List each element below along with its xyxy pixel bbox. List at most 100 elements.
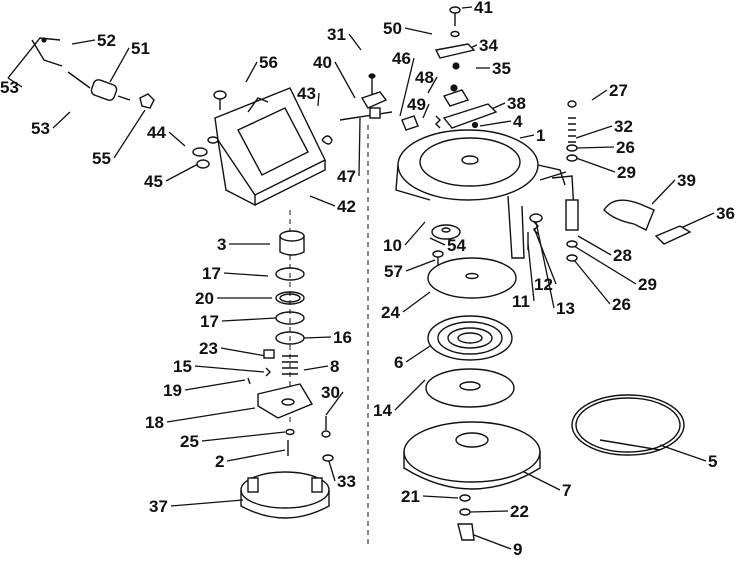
leader-line-55: [113, 109, 146, 159]
leader-line-25: [201, 431, 286, 442]
part-46-lever: [401, 115, 419, 131]
callout-label-56: 56: [259, 53, 278, 72]
leader-line-50: [404, 27, 433, 35]
parts-drawing: [7, 6, 692, 545]
callout-label-11: 11: [512, 292, 530, 311]
part-7-pulley: [403, 421, 541, 490]
leader-line-26: [573, 259, 611, 305]
leader-line-12: [533, 227, 557, 285]
callout-label-5: 5: [708, 452, 717, 471]
leader-line-7: [519, 469, 561, 491]
callout-label-4: 4: [513, 112, 523, 131]
leader-line-11: [527, 243, 535, 302]
part-4-screw: [471, 121, 479, 129]
leader-line-46: [399, 57, 415, 117]
leader-line-22: [469, 510, 509, 513]
callout-label-43: 43: [297, 84, 316, 103]
leader-line-1: [519, 134, 535, 139]
leader-line-15: [194, 365, 265, 373]
dashed-assembly-line: [289, 125, 369, 545]
leader-line-21: [422, 495, 459, 499]
leader-line-2: [226, 449, 286, 462]
part-44-screw-washer: [192, 136, 219, 157]
callout-label-9: 9: [513, 540, 522, 559]
callout-label-25: 25: [180, 432, 199, 451]
part-48-link: [442, 89, 470, 107]
callout-label-18: 18: [145, 413, 164, 432]
callout-label-57: 57: [384, 262, 403, 281]
part-19-pin: [247, 377, 251, 385]
callout-label-27: 27: [609, 81, 628, 100]
part-57-screw: [432, 250, 444, 266]
part-54-pawl: [431, 224, 461, 240]
part-8-spring: [282, 355, 298, 375]
part-37-cup: [240, 471, 330, 519]
part-36-anchor: [654, 225, 692, 245]
callout-label-40: 40: [313, 53, 332, 72]
leader-line-23: [220, 347, 267, 357]
callout-label-34: 34: [479, 36, 498, 55]
callout-label-52: 52: [97, 31, 116, 50]
leader-line-56: [245, 61, 258, 83]
part-26-washer-lower: [566, 254, 578, 262]
callout-label-47: 47: [337, 167, 356, 186]
callout-label-30: 30: [321, 383, 340, 402]
callout-label-23: 23: [199, 339, 218, 358]
callout-label-49: 49: [407, 95, 426, 114]
leader-line-39: [651, 179, 676, 205]
leader-line-49: [422, 103, 430, 119]
part-31-screw: [368, 73, 376, 96]
part-22-washer: [459, 508, 471, 516]
callout-label-41: 41: [474, 0, 493, 17]
leader-line-44: [168, 131, 186, 147]
callout-label-10: 10: [383, 236, 402, 255]
leader-line-30: [325, 391, 344, 416]
leader-line-40: [334, 61, 356, 99]
callout-label-36: 36: [716, 204, 735, 223]
part-23-clip: [263, 349, 275, 359]
leader-line-29: [575, 157, 616, 173]
part-35-pins: [450, 62, 460, 92]
part-17-washer-upper: [275, 267, 305, 281]
callout-label-54: 54: [447, 236, 466, 255]
leader-line-53: [7, 77, 23, 88]
part-56-screw: [213, 90, 227, 110]
part-42-interlock-housing: [214, 87, 326, 207]
callout-label-1: 1: [536, 126, 545, 145]
leader-line-33: [327, 457, 336, 482]
part-29-washer-upper: [566, 154, 578, 162]
leader-line-10: [404, 221, 426, 246]
leader-line-6: [405, 345, 431, 363]
part-16-ring: [275, 331, 305, 345]
leader-line-32: [575, 125, 613, 139]
leader-line-48: [427, 76, 438, 94]
leader-line-52: [71, 39, 96, 45]
leader-line-41: [461, 6, 473, 9]
callout-label-14: 14: [373, 401, 392, 420]
part-20-washer: [275, 291, 305, 305]
callout-label-19: 19: [163, 381, 182, 400]
callout-label-51: 51: [131, 39, 150, 58]
callout-label-33: 33: [337, 472, 356, 491]
leader-line-28: [577, 235, 612, 256]
part-25-washer: [285, 428, 295, 436]
callout-label-42: 42: [337, 197, 356, 216]
part-18-retainer: [257, 383, 314, 419]
callout-label-29: 29: [638, 275, 657, 294]
callout-label-55: 55: [92, 149, 111, 168]
callout-label-45: 45: [144, 172, 163, 191]
callout-label-2: 2: [215, 452, 224, 471]
part-41-screw: [449, 6, 461, 26]
part-55-grommet: [139, 93, 155, 109]
callout-label-53: 53: [0, 78, 19, 97]
leader-line-17: [223, 272, 269, 277]
part-52-wire-lead: [7, 37, 63, 79]
part-26-washer-upper: [566, 144, 578, 152]
part-21-screw: [459, 494, 471, 502]
part-32-spring: [568, 117, 576, 143]
callout-label-35: 35: [492, 59, 511, 78]
callout-label-26: 26: [612, 295, 631, 314]
part-12-spring: [533, 221, 539, 235]
leader-line-54: [429, 237, 446, 246]
callout-label-46: 46: [392, 49, 411, 68]
